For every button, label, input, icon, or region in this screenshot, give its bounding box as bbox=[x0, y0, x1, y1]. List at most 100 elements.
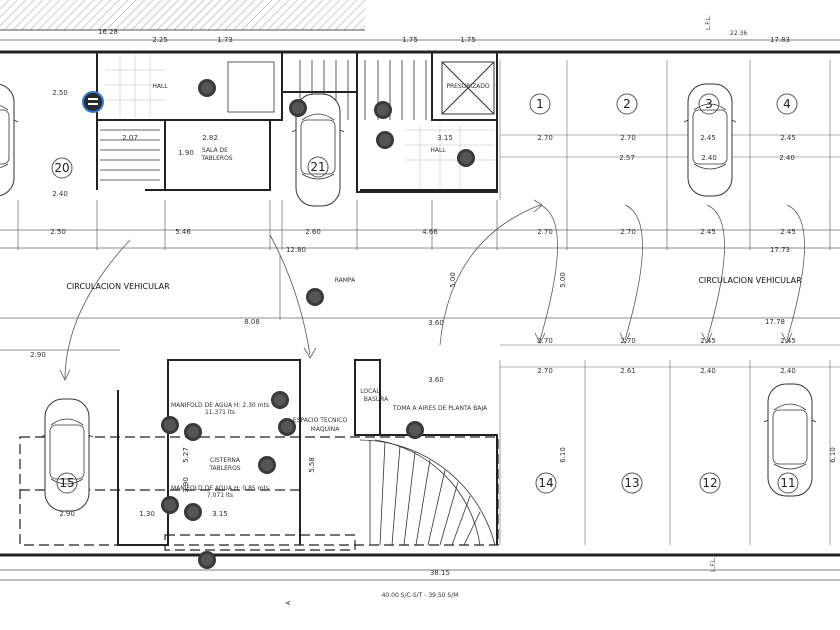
space-number-15: 15 bbox=[59, 476, 74, 490]
dim-bottom: 6.10 bbox=[829, 447, 837, 463]
dim-row1: 2.70 bbox=[537, 134, 553, 142]
machine-box bbox=[227, 61, 275, 113]
dim-row1: 2.82 bbox=[202, 134, 218, 142]
dim-top: 17.83 bbox=[770, 36, 790, 44]
cisterna-dashed bbox=[19, 436, 499, 551]
dim-row1: 2.45 bbox=[780, 134, 796, 142]
structure-lines bbox=[0, 200, 840, 351]
room-labels: HALL HALL SALA DE TABLEROS RAMPA PRESURI… bbox=[152, 83, 490, 499]
dim-mid: 3.60 bbox=[428, 376, 444, 384]
footer-level-note: 40.00 S/C-S/T - 39.50 S/M bbox=[382, 592, 459, 599]
marker bbox=[270, 391, 289, 409]
space-number-2: 2 bbox=[623, 97, 631, 111]
marker bbox=[160, 496, 179, 514]
selected-equals-icon[interactable] bbox=[82, 91, 104, 113]
presurizado-label: PRESURIZADO bbox=[446, 83, 490, 90]
dim-row3: 2.45 bbox=[780, 228, 796, 236]
marker bbox=[405, 421, 424, 439]
dim-bottom: 2.90 bbox=[59, 510, 75, 518]
hall-left-label: HALL bbox=[152, 83, 168, 90]
dim-mid: 17.78 bbox=[765, 318, 785, 326]
dim-top: 1.73 bbox=[217, 36, 233, 44]
marker bbox=[257, 456, 276, 474]
dim-bottom: 1.30 bbox=[139, 510, 155, 518]
water-tank-2: MANIFOLD DE AGUA H: 0.85 mts bbox=[171, 485, 269, 492]
dim-row5: 2.61 bbox=[620, 367, 636, 375]
dim-row3: 2.70 bbox=[537, 228, 553, 236]
dimensions: 16.28 2.25 1.75 1.75 1.73 17.83 2.50 2.0… bbox=[30, 28, 837, 577]
dim-mid: 5.00 bbox=[559, 272, 567, 288]
dim-row1: 2.50 bbox=[52, 89, 68, 97]
sala-label-1: SALA DE bbox=[202, 147, 228, 154]
water-tank-2b: 7.071 lts bbox=[207, 492, 233, 499]
dim-row1: 2.70 bbox=[620, 134, 636, 142]
marker bbox=[456, 149, 475, 167]
circulation-arrows bbox=[59, 199, 805, 381]
dim-bottom: 3.15 bbox=[212, 510, 228, 518]
dim-row2: 2.57 bbox=[619, 154, 635, 162]
dim-row2: 2.40 bbox=[779, 154, 795, 162]
dim-row1: 1.90 bbox=[178, 149, 194, 157]
space-number-20: 20 bbox=[54, 161, 69, 175]
dim-row3: 5.46 bbox=[175, 228, 191, 236]
dim-row3: 4.66 bbox=[422, 228, 438, 236]
space-number-14: 14 bbox=[538, 476, 553, 490]
dim-row3: 2.70 bbox=[620, 228, 636, 236]
car-space-15 bbox=[40, 398, 94, 512]
dim-row2: 2.40 bbox=[701, 154, 717, 162]
espacio-label-2: MAQUINA bbox=[311, 426, 341, 433]
dim-row5: 2.40 bbox=[700, 367, 716, 375]
upper-stall-lines bbox=[499, 60, 840, 200]
space-number-13: 13 bbox=[624, 476, 639, 490]
dim-top: 16.28 bbox=[98, 28, 118, 36]
lower-stall-lines bbox=[499, 344, 840, 545]
space-number-21: 21 bbox=[310, 160, 325, 174]
dim-mid: 12.80 bbox=[286, 246, 306, 254]
dim-row3: 2.60 bbox=[305, 228, 321, 236]
section-mark: A bbox=[285, 600, 292, 605]
circulation-labels: CIRCULACION VEHICULAR CIRCULACION VEHICU… bbox=[66, 276, 802, 291]
space-number-12: 12 bbox=[702, 476, 717, 490]
hall-right-label: HALL bbox=[430, 147, 446, 154]
dim-row1: 2.45 bbox=[700, 134, 716, 142]
dim-top: 2.25 bbox=[152, 36, 168, 44]
dim-row5: 2.70 bbox=[537, 367, 553, 375]
space-number-3: 3 bbox=[705, 97, 713, 111]
dim-row4: 2.70 bbox=[537, 337, 553, 345]
water-tank-1: MANIFOLD DE AGUA H: 2.30 mts bbox=[171, 402, 269, 409]
cisterna-label-2: TABLEROS bbox=[208, 465, 240, 472]
property-lines bbox=[0, 39, 840, 581]
air-intake-label: TOMA A AIRES DE PLANTA BAJA bbox=[392, 405, 488, 412]
marker bbox=[197, 79, 216, 97]
marker bbox=[305, 288, 324, 306]
dim-row4: 2.45 bbox=[700, 337, 716, 345]
dim-row1: 2.07 bbox=[122, 134, 138, 142]
hall-tiles bbox=[105, 55, 495, 188]
elevator bbox=[441, 61, 495, 115]
marker bbox=[288, 99, 307, 117]
spiral-ramp bbox=[359, 439, 496, 546]
dim-top: 1.75 bbox=[460, 36, 476, 44]
dim-row1: 3.15 bbox=[437, 134, 453, 142]
dim-row2: 2.40 bbox=[52, 190, 68, 198]
dim-row3: 2.45 bbox=[700, 228, 716, 236]
rampa-label: RAMPA bbox=[335, 277, 356, 284]
dim-bottom: 38.15 bbox=[430, 569, 450, 577]
dim-bottom: 3.90 bbox=[182, 477, 190, 493]
space-number-11: 11 bbox=[780, 476, 795, 490]
space-number-1: 1 bbox=[536, 97, 544, 111]
marker bbox=[183, 503, 202, 521]
dim-mid: 17.73 bbox=[770, 246, 790, 254]
lfl-top: L.F.L. bbox=[705, 15, 712, 30]
sala-label-2: TABLEROS bbox=[200, 155, 232, 162]
dim-mid: 8.08 bbox=[244, 318, 260, 326]
marker bbox=[160, 416, 179, 434]
dim-bottom: 5.27 bbox=[182, 447, 190, 463]
space-circles bbox=[51, 93, 799, 494]
water-tank-1b: 11.371 lts bbox=[205, 409, 235, 416]
marker bbox=[197, 551, 216, 569]
marker bbox=[183, 423, 202, 441]
lower-core-walls bbox=[117, 359, 498, 546]
core-walls bbox=[96, 51, 498, 193]
